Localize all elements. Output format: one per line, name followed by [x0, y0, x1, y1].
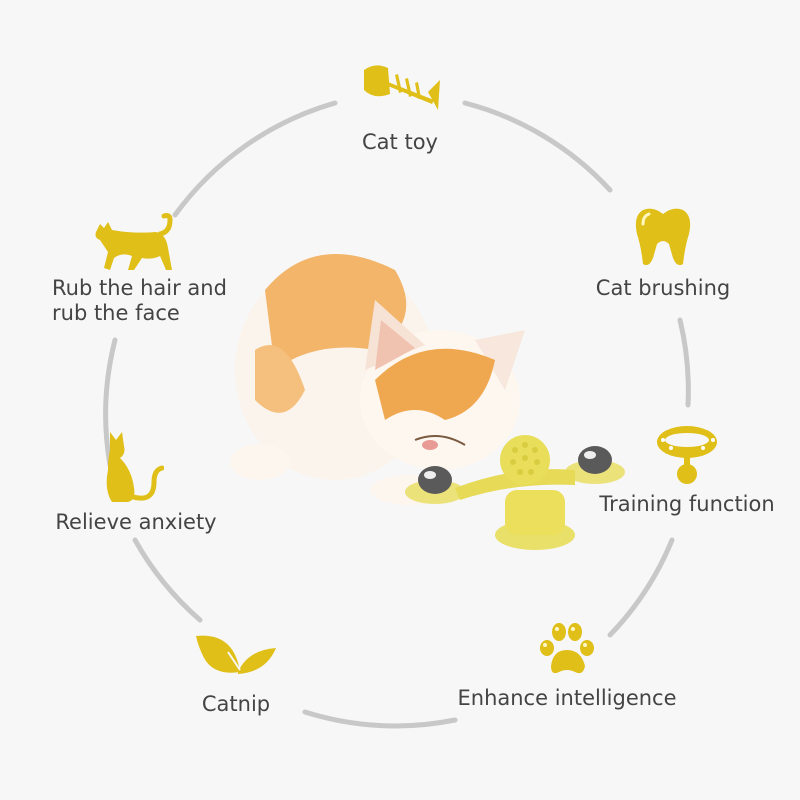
- feature-rub-hair: Rub the hair and rub the face: [52, 212, 232, 326]
- feature-relieve-anxiety: Relieve anxiety: [55, 430, 217, 535]
- feature-cat-brushing: Cat brushing: [595, 206, 731, 301]
- walking-cat-icon: [95, 213, 173, 270]
- kitten-photo: [230, 254, 625, 550]
- fish-bone-icon: [364, 65, 440, 110]
- feature-label-line1: Rub the hair and: [52, 276, 227, 300]
- feature-cat-toy: Cat toy: [340, 62, 460, 155]
- leaf-icon: [196, 635, 276, 674]
- feature-label: Enhance intelligence: [457, 686, 677, 710]
- feature-label-line2: rub the face: [52, 301, 180, 325]
- sitting-cat-icon: [106, 432, 164, 502]
- feature-enhance-intelligence: Enhance intelligence: [457, 622, 677, 711]
- feature-training-function: Training function: [599, 422, 775, 517]
- collar-icon: [657, 426, 717, 484]
- feature-label: Training function: [599, 492, 775, 516]
- feature-label: Relieve anxiety: [55, 510, 217, 534]
- feature-catnip: Catnip: [186, 632, 286, 717]
- tooth-icon: [635, 208, 691, 266]
- feature-label: Catnip: [201, 692, 271, 716]
- feature-label: Cat toy: [362, 130, 438, 154]
- paw-icon: [540, 623, 594, 674]
- feature-label: Cat brushing: [595, 276, 731, 300]
